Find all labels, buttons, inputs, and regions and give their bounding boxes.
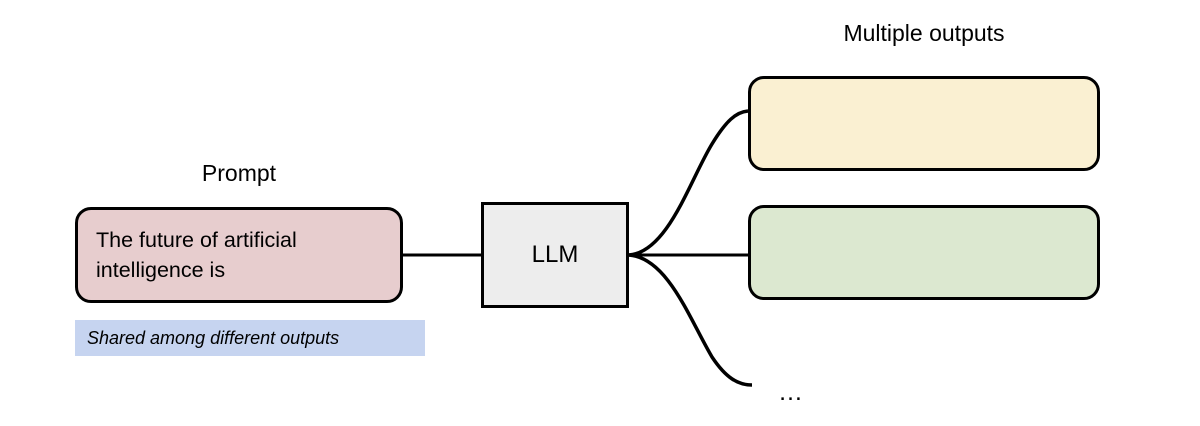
edge-llm-to-ellipsis bbox=[628, 253, 753, 387]
prompt-text: The future of artificial intelligence is bbox=[96, 228, 297, 282]
shared-note-text: Shared among different outputs bbox=[87, 327, 340, 348]
output-node-1[interactable] bbox=[748, 76, 1100, 171]
shared-note-box: Shared among different outputs bbox=[75, 320, 425, 356]
more-outputs-ellipsis: … bbox=[778, 378, 805, 406]
prompt-title: Prompt bbox=[201, 160, 277, 186]
llm-node[interactable]: LLM bbox=[481, 202, 629, 308]
outputs-title: Multiple outputs bbox=[843, 20, 1005, 46]
prompt-node[interactable]: The future of artificial intelligence is bbox=[75, 207, 403, 303]
output-node-2[interactable] bbox=[748, 205, 1100, 300]
llm-label: LLM bbox=[531, 241, 579, 268]
edge-llm-to-output-1 bbox=[628, 109, 749, 257]
